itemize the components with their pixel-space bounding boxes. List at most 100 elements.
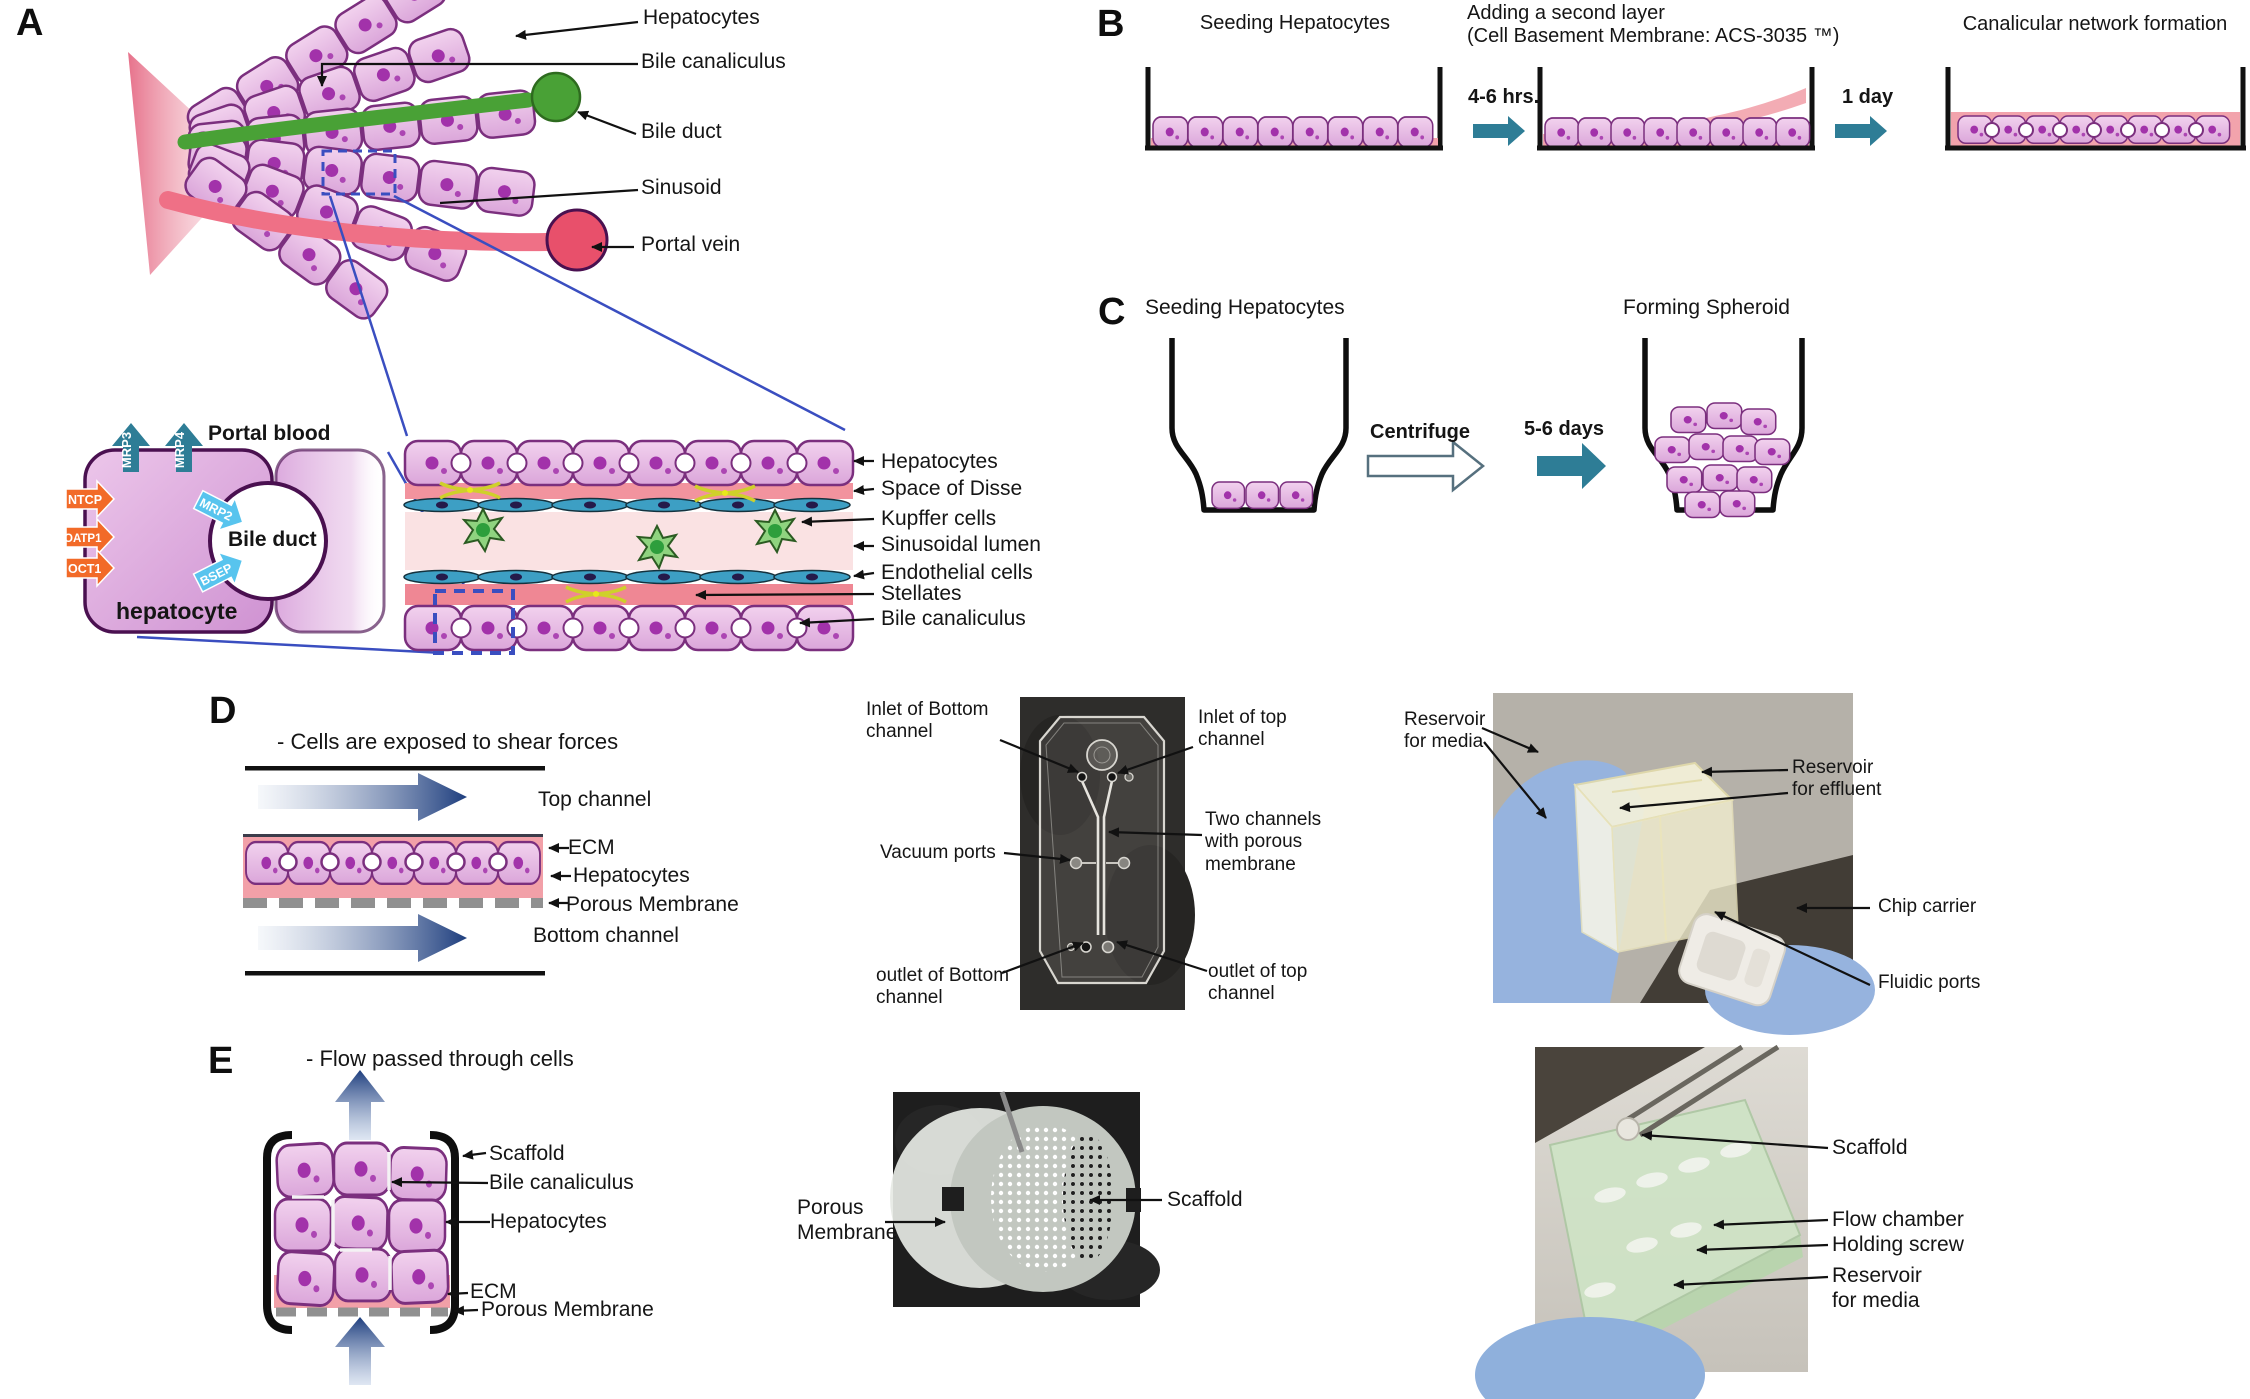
panel-b-illustration bbox=[1145, 67, 2246, 151]
panel-d-schematic bbox=[243, 766, 571, 976]
time-arrow-2-icon bbox=[1835, 116, 1887, 146]
label-hepatocytes-d: Hepatocytes bbox=[573, 864, 690, 887]
label-portal-blood: Portal blood bbox=[208, 422, 331, 445]
label-hepatocyte-cell: hepatocyte bbox=[116, 598, 238, 624]
lobule-pointer-lines bbox=[317, 20, 639, 252]
portal-vein-head bbox=[545, 208, 609, 272]
cell-stack bbox=[273, 1141, 450, 1308]
hepatocyte-row-top bbox=[403, 439, 855, 487]
flow-up-arrow-top-icon bbox=[335, 1070, 385, 1140]
bracket-left bbox=[263, 1131, 293, 1334]
sinusoid-pointer-lines bbox=[695, 456, 875, 628]
panel-c-left-title: Seeding Hepatocytes bbox=[1145, 296, 1345, 319]
bracket-right bbox=[429, 1131, 459, 1334]
label-reservoir-media-e: Reservoir for media bbox=[1832, 1264, 1922, 1312]
label-fluidic-ports: Fluidic ports bbox=[1878, 972, 1981, 993]
ntcp-label: NTCP bbox=[68, 493, 102, 507]
mrp4-label: MRP4 bbox=[172, 431, 187, 468]
panel-b-step3-title: Canalicular network formation bbox=[1962, 13, 2228, 35]
label-inlet-bottom: Inlet of Bottom channel bbox=[866, 699, 989, 743]
panel-e-letter: E bbox=[208, 1040, 234, 1082]
label-flow-chamber: Flow chamber bbox=[1832, 1208, 1964, 1231]
schematic-pointer-lines bbox=[548, 843, 571, 908]
panel-b-step2-title-line2: (Cell Basement Membrane: ACS-3035 ™) bbox=[1467, 25, 1840, 47]
dish-1 bbox=[1145, 67, 1443, 151]
chamber-pointer-lines bbox=[1641, 1130, 1829, 1290]
membrane-cells bbox=[244, 840, 542, 885]
label-reservoir-effluent: Reservoir for effluent bbox=[1792, 757, 1882, 801]
days-arrow-icon bbox=[1537, 443, 1606, 489]
dish-2 bbox=[1537, 67, 1815, 151]
panel-c-days-label: 5-6 days bbox=[1524, 418, 1605, 440]
glove-bottom bbox=[1475, 1317, 1705, 1399]
label-two-channels: Two channels with porous membrane bbox=[1205, 809, 1322, 875]
bile-duct-vessel bbox=[177, 92, 536, 150]
scaffold-photo-pointer-lines bbox=[885, 1195, 1162, 1227]
panel-d-chip-photo bbox=[999, 697, 1208, 1010]
panel-c-letter: C bbox=[1098, 291, 1126, 333]
panel-c-centrifuge-label: Centrifuge bbox=[1370, 421, 1470, 443]
zoom-box-lobule bbox=[321, 149, 397, 196]
label-ecm-d: ECM bbox=[568, 836, 615, 859]
label-outlet-top: outlet of top channel bbox=[1208, 961, 1308, 1005]
top-flow-arrow-icon bbox=[258, 773, 467, 821]
e-schematic-pointer-lines bbox=[391, 1149, 490, 1316]
label-bile-canaliculus-sinusoid: Bile canaliculus bbox=[881, 607, 1026, 630]
panel-d-carrier-photo bbox=[1481, 693, 1875, 1035]
well-empty bbox=[1169, 338, 1349, 513]
label-chip-carrier: Chip carrier bbox=[1878, 896, 1977, 917]
hepatocyte-cell-drawing: MRP3 MRP4 NTCP OATP1 OCT1 MRP2 BSEP bbox=[64, 423, 470, 655]
label-porous-membrane-photo: Porous Membrane bbox=[797, 1196, 898, 1244]
label-sinusoidal-lumen: Sinusoidal lumen bbox=[881, 533, 1041, 556]
panel-a-illustration: MRP3 MRP4 NTCP OATP1 OCT1 MRP2 BSEP bbox=[64, 0, 875, 655]
panel-a-letter: A bbox=[16, 2, 44, 44]
oct1-label: OCT1 bbox=[68, 562, 101, 576]
panel-b-step1-title: Seeding Hepatocytes bbox=[1199, 12, 1391, 34]
label-porous-membrane-e: Porous Membrane bbox=[481, 1298, 654, 1321]
bile-duct-head bbox=[530, 71, 582, 123]
panel-b-time2: 1 day bbox=[1842, 86, 1894, 108]
label-bile-canaliculus-lobule: Bile canaliculus bbox=[641, 50, 786, 73]
endothelial-row-bottom bbox=[403, 569, 851, 585]
label-sinusoid-lobule: Sinusoid bbox=[641, 176, 722, 199]
label-porous-membrane-d: Porous Membrane bbox=[566, 893, 739, 916]
label-endothelial-cells: Endothelial cells bbox=[881, 561, 1033, 584]
hepatocyte-row-bottom bbox=[403, 604, 855, 652]
label-hepatocytes-sinusoid: Hepatocytes bbox=[881, 450, 998, 473]
flow-up-arrow-bottom-icon bbox=[335, 1317, 385, 1385]
panel-e-scaffold-photo bbox=[885, 1091, 1162, 1307]
oct1-transporter-icon: OCT1 bbox=[65, 548, 116, 588]
panel-e-schematic bbox=[263, 1070, 490, 1385]
label-hepatocytes-lobule: Hepatocytes bbox=[643, 6, 760, 29]
label-ecm-e: ECM bbox=[470, 1280, 517, 1303]
panel-c-right-title: Forming Spheroid bbox=[1623, 296, 1790, 319]
mrp3-label: MRP3 bbox=[119, 432, 134, 468]
label-portal-vein: Portal vein bbox=[641, 233, 741, 256]
centrifuge-arrow-icon bbox=[1366, 439, 1486, 493]
label-stellates: Stellates bbox=[881, 582, 962, 605]
label-bile-duct-cell: Bile duct bbox=[228, 528, 317, 551]
sinusoid-vessel bbox=[159, 191, 557, 252]
oatp1-label: OATP1 bbox=[64, 533, 102, 545]
chip-carrier-part bbox=[1678, 913, 1786, 1007]
kupffer-cells-icons bbox=[463, 508, 796, 569]
zoom-box-sinusoid bbox=[433, 589, 515, 655]
panel-e-caption: - Flow passed through cells bbox=[306, 1046, 574, 1071]
tweezers bbox=[1623, 1044, 1780, 1138]
held-scaffold-disc bbox=[1616, 1117, 1640, 1141]
seeded-cells bbox=[1211, 481, 1314, 510]
chip-pointer-lines bbox=[999, 738, 1208, 975]
label-hepatocytes-e: Hepatocytes bbox=[490, 1210, 607, 1233]
label-scaffold-e: Scaffold bbox=[489, 1142, 565, 1165]
label-bile-canaliculus-e: Bile canaliculus bbox=[489, 1171, 634, 1194]
label-holding-screw: Holding screw bbox=[1832, 1233, 1964, 1256]
label-outlet-bottom: outlet of Bottom channel bbox=[876, 965, 1010, 1009]
label-vacuum-ports: Vacuum ports bbox=[880, 842, 996, 863]
plate-wells bbox=[1584, 1142, 1752, 1298]
time-arrow-1-icon bbox=[1473, 116, 1525, 146]
panel-c-illustration bbox=[1169, 338, 1805, 519]
label-bottom-channel: Bottom channel bbox=[533, 924, 679, 947]
panel-e-chamber-photo bbox=[1475, 1044, 1829, 1399]
label-kupffer-cells: Kupffer cells bbox=[881, 507, 997, 530]
